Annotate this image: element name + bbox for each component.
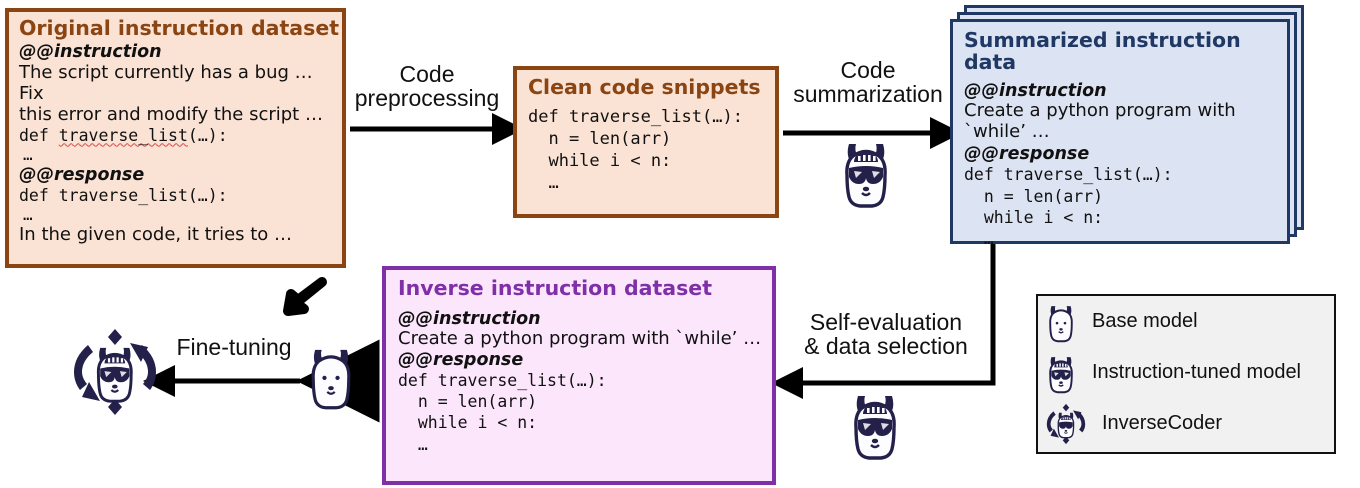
code-line-0: def traverse_list(…):: [528, 106, 743, 127]
code-line-0: def traverse_list(…):: [398, 371, 607, 391]
instruction-text-line-1: The script currently has a bug … Fix: [19, 61, 313, 104]
label-fine-tuning: Fine-tuning: [176, 334, 292, 360]
label-line-2: preprocessing: [354, 85, 500, 112]
label-line-2: & data selection: [804, 333, 968, 360]
code-line-3: …: [528, 172, 559, 193]
response-code-ellipsis: …: [23, 204, 33, 224]
card-title: Clean code snippets: [528, 75, 761, 99]
label-line-2: summarization: [793, 81, 943, 108]
legend-box: Base model: [1036, 294, 1336, 454]
llama-sunglasses-icon: [1044, 352, 1078, 394]
instruction-text: Create a python program with `while’ …: [398, 327, 762, 349]
instruction-code-line: def traverse_list(…):: [19, 126, 342, 145]
llama-sunglasses-icon-summarization: [836, 136, 896, 208]
llama-plain-icon-base-model: [303, 340, 359, 412]
code-line-3: …: [964, 228, 994, 248]
label-self-evaluation: Self-evaluation & data selection: [786, 310, 986, 359]
code-line-3: …: [398, 434, 428, 454]
legend-label: Base model: [1092, 310, 1198, 332]
llama-sunglasses-icon-self-evaluation: [845, 388, 905, 460]
response-code-line: def traverse_list(…):: [19, 185, 228, 205]
instruction-tag: @@instruction: [398, 308, 541, 329]
card-title: Original instruction dataset: [19, 16, 340, 40]
card-summarized-instruction-data: Summarized instruction data @@instructio…: [950, 19, 1290, 248]
response-tag: @@response: [398, 350, 524, 371]
legend-item-base-model: Base model: [1044, 296, 1334, 347]
card-clean-code-snippets: Clean code snippets def traverse_list(…)…: [513, 66, 779, 218]
legend-label: InverseCoder: [1102, 412, 1223, 434]
instruction-tag: @@instruction: [19, 41, 162, 62]
code-suffix: (…):: [187, 125, 228, 145]
instruction-text-line-2: this error and modify the script …: [19, 103, 323, 125]
code-line-2: while i < n:: [964, 207, 1104, 227]
response-text: In the given code, it tries to …: [19, 223, 293, 245]
code-line-0: def traverse_list(…):: [964, 165, 1173, 185]
arrow-self-evaluation: [771, 244, 996, 400]
code-line-1: n = len(arr): [528, 128, 672, 149]
label-line-1: Code: [840, 57, 896, 83]
card-stack-summarized-instruction-data: Summarized instruction data @@instructio…: [950, 5, 1354, 248]
legend-item-instruction-tuned-model: Instruction-tuned model: [1044, 347, 1334, 398]
llama-plain-icon: [1044, 301, 1078, 343]
llama-recycle-icon-inversecoder: [68, 325, 162, 419]
code-line-2: while i < n:: [528, 150, 672, 171]
card-title: Summarized instruction data: [964, 28, 1241, 74]
response-tag: @@response: [964, 144, 1090, 165]
code-keyword: def: [19, 125, 59, 145]
code-line-2: while i < n:: [398, 413, 538, 433]
legend-label: Instruction-tuned model: [1092, 361, 1302, 383]
code-line-1: n = len(arr): [398, 392, 538, 412]
instruction-text: Create a python program with `while’ …: [964, 100, 1236, 142]
label-line-1: Self-evaluation: [809, 309, 963, 335]
card-inverse-instruction-dataset: Inverse instruction dataset @@instructio…: [382, 266, 776, 485]
llama-recycle-icon: [1044, 402, 1088, 446]
card-title: Inverse instruction dataset: [398, 276, 713, 300]
code-line-1: n = len(arr): [964, 186, 1104, 206]
instruction-tag: @@instruction: [964, 81, 1107, 102]
label-code-preprocessing: Code preprocessing: [344, 62, 510, 111]
label-line-1: Code: [399, 61, 455, 87]
arrow-loop-to-original: [283, 277, 327, 316]
card-original-instruction-dataset: Original instruction dataset @@instructi…: [5, 8, 346, 268]
code-identifier: traverse_list: [58, 125, 188, 145]
legend-item-inversecoder: InverseCoder: [1044, 398, 1334, 449]
label-code-summarization: Code summarization: [784, 58, 952, 107]
instruction-code-ellipsis: …: [23, 144, 33, 164]
response-tag: @@response: [19, 164, 145, 185]
